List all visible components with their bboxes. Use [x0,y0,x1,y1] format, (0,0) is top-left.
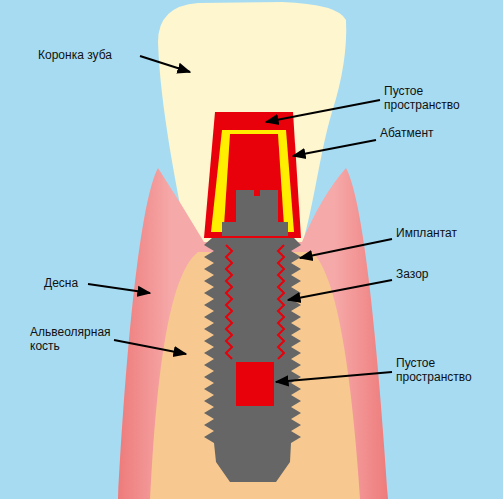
gap-line [226,245,232,359]
gap-line [278,245,284,359]
part-label: Коронка зуба [38,48,148,62]
part-label: Пустое пространство [384,84,474,112]
empty-space-bottom [236,362,274,406]
abutment-outline [204,112,301,238]
part-label: Десна [44,276,124,290]
part-label: Пустое пространство [396,356,486,384]
leader-line [293,140,376,156]
implant-body [204,238,301,482]
abutment-screw [222,190,288,236]
leader-line [300,239,392,258]
leader-line [288,280,392,300]
implant [204,238,301,482]
part-label: Абатмент [380,126,490,140]
leader-lines [88,56,392,382]
part-label: Альвеолярная кость [30,325,118,353]
leader-line [266,100,380,122]
leader-line [276,372,392,382]
tooth-crown [158,2,346,245]
part-label: Имплантат [396,226,496,240]
gum [118,168,388,499]
leader-line [114,340,186,354]
leader-line [140,56,190,72]
part-label: Зазор [396,267,496,281]
leader-line [88,284,150,293]
